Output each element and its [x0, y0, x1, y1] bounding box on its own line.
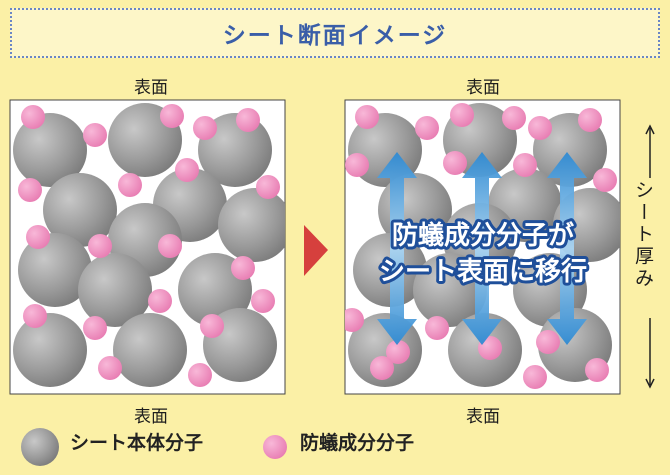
repellent-molecule [18, 178, 42, 202]
repellent-molecule [83, 316, 107, 340]
sheet-molecule [413, 253, 487, 327]
legend-sheet-molecule-label: シート本体分子 [70, 432, 204, 454]
title-banner: シート断面イメージ [10, 8, 660, 58]
repellent-molecule [256, 175, 280, 199]
callout-line-1: 防蟻成分分子が [392, 220, 574, 251]
left-top-surface-label: 表面 [134, 78, 168, 98]
sheet-molecule-legend-icon [21, 428, 59, 466]
repellent-molecule [513, 153, 537, 177]
right-bottom-surface-label: 表面 [466, 407, 500, 427]
repellent-molecule [26, 225, 50, 249]
right-top-surface-label: 表面 [466, 78, 500, 98]
repellent-molecule [160, 104, 184, 128]
repellent-molecule [21, 105, 45, 129]
repellent-molecule [236, 108, 260, 132]
repellent-molecule [188, 363, 212, 387]
repellent-molecule [536, 330, 560, 354]
sheet-molecule [43, 173, 117, 247]
sheet-thickness-label: シート厚み [632, 180, 654, 290]
sheet-molecule [113, 313, 187, 387]
repellent-molecule [23, 304, 47, 328]
repellent-molecule [345, 153, 369, 177]
migration-arrows [377, 152, 587, 345]
repellent-molecule [593, 168, 617, 192]
repellent-molecule [386, 340, 410, 364]
migration-arrow-icon [547, 152, 587, 345]
repellent-molecule-legend-icon [263, 435, 287, 459]
repellent-molecule [200, 314, 224, 338]
repellent-molecule [415, 116, 439, 140]
left-bottom-surface-label: 表面 [134, 407, 168, 427]
repellent-molecule [578, 108, 602, 132]
sheet-molecule [13, 313, 87, 387]
legend-sheet-molecule: シート本体分子 [60, 428, 203, 455]
legend-repellent-molecule-label: 防蟻成分分子 [300, 432, 415, 454]
repellent-molecule [158, 234, 182, 258]
repellent-molecule [502, 106, 526, 130]
repellent-molecule [528, 116, 552, 140]
transition-arrow-icon [304, 225, 328, 276]
sheet-molecule [78, 253, 152, 327]
repellent-molecule [345, 308, 364, 332]
repellent-molecule [88, 234, 112, 258]
repellent-molecule [450, 103, 474, 127]
legend-repellent-molecule: 防蟻成分分子 [290, 428, 414, 455]
repellent-molecule [175, 158, 199, 182]
repellent-molecule [251, 289, 275, 313]
repellent-molecule [370, 356, 394, 380]
page-title: シート断面イメージ [222, 23, 448, 49]
repellent-molecule [523, 365, 547, 389]
repellent-molecule [443, 151, 467, 175]
thickness-indicator [645, 124, 655, 389]
sheet-molecule [198, 113, 272, 187]
repellent-molecule [148, 289, 172, 313]
migration-arrow-icon [462, 152, 502, 345]
left-molecules [13, 103, 285, 387]
repellent-molecule [585, 358, 609, 382]
callout-line-2: シート表面に移行 [379, 256, 587, 287]
sheet-molecule [218, 188, 285, 262]
thickness-down-arrow-icon [645, 378, 655, 389]
repellent-molecule [231, 256, 255, 280]
migration-callout: 防蟻成分分子が シート表面に移行 [376, 217, 590, 290]
migration-arrow-icon [377, 152, 417, 345]
repellent-molecule [355, 105, 379, 129]
thickness-up-arrow-icon [645, 124, 655, 135]
repellent-molecule [193, 116, 217, 140]
repellent-molecule [425, 316, 449, 340]
sheet-molecule [18, 233, 92, 307]
repellent-molecule [98, 356, 122, 380]
repellent-molecule [83, 123, 107, 147]
repellent-molecule [118, 173, 142, 197]
sheet-molecule [13, 113, 87, 187]
